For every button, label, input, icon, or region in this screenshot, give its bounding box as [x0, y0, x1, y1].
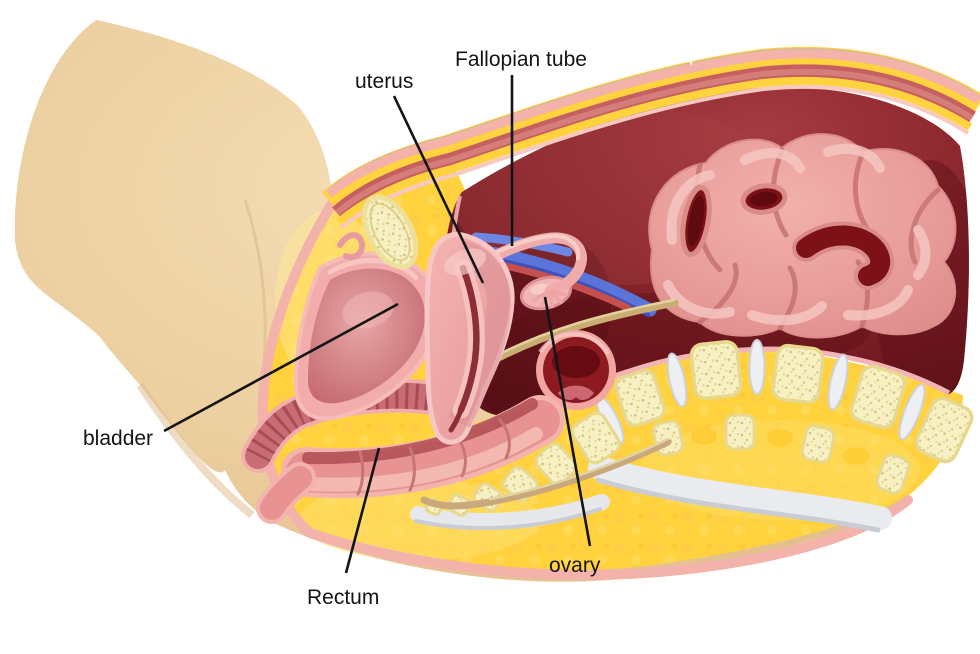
- leader-line-ovary: [543, 296, 592, 547]
- leader-line-uterus: [392, 95, 485, 284]
- sacral-cord: [420, 438, 672, 510]
- label-fallopian-tube: Fallopian tube: [455, 48, 587, 71]
- label-ovary: ovary: [549, 554, 601, 577]
- sacrum-coccyx: [424, 411, 622, 517]
- intestine-lumens: [680, 183, 895, 290]
- spine: [410, 339, 974, 533]
- small-intestine: [648, 133, 957, 339]
- vertebral-bodies: [614, 340, 974, 464]
- skin-outline-top: [326, 49, 980, 198]
- label-rectum: Rectum: [307, 586, 379, 609]
- bladder: [293, 251, 440, 421]
- pubic-bone: [337, 194, 419, 270]
- label-uterus: uterus: [355, 70, 413, 93]
- groin-crease: [243, 199, 267, 363]
- leader-line-bladder: [163, 302, 399, 433]
- sigmoid-colon-cut: [536, 330, 616, 410]
- sacral-ligament: [410, 494, 610, 529]
- abdominal-wall: [321, 40, 980, 230]
- rectum: [256, 395, 565, 524]
- umbilicus-notch: [678, 40, 704, 66]
- uterus: [424, 231, 515, 445]
- uterosacral-ligament: [476, 299, 679, 372]
- cervical-canal: [448, 407, 464, 433]
- leader-line-rectum: [344, 447, 381, 574]
- round-ligament: [337, 232, 366, 261]
- vaginal-rugae: [246, 382, 461, 463]
- intestine-highlights: [663, 143, 931, 326]
- interspinous-ligament: [588, 456, 892, 530]
- skin-outline-front: [257, 197, 913, 580]
- leader-lines: [163, 75, 592, 574]
- intervertebral-discs: [595, 339, 926, 445]
- fat-pockets: [691, 427, 869, 465]
- uterine-cavity: [457, 264, 480, 414]
- label-bladder: bladder: [83, 427, 153, 450]
